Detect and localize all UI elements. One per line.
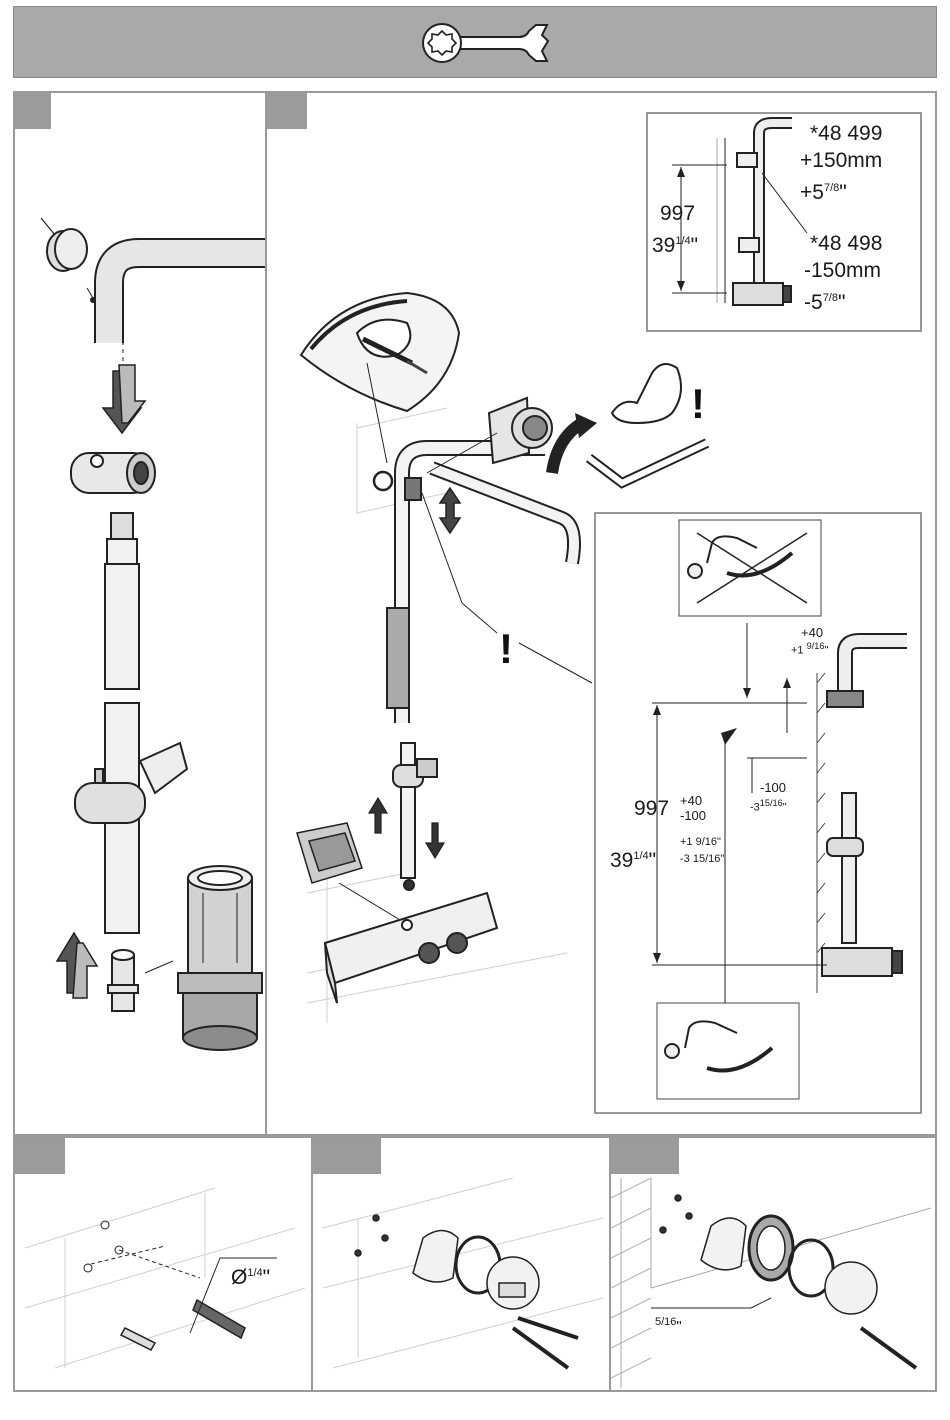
down-arrow-icon — [103, 365, 145, 433]
screw-part — [861, 1328, 916, 1368]
adjust-height-mm-minus: -100 — [680, 808, 706, 823]
wall-bracket-part — [413, 1231, 458, 1283]
clearance-size-label: 5/16" — [655, 1316, 682, 1335]
adjust-height-in-label: 391/4" — [610, 845, 656, 872]
minus-in-label: -315/16" — [750, 798, 787, 814]
manual-booklet-icon — [297, 823, 362, 883]
ref-short-label: *48 498 — [810, 233, 882, 255]
step-panel-5: 5/16" — [609, 1136, 937, 1392]
rotate-arrow-icon — [552, 423, 582, 473]
connector-flange-part — [825, 1262, 877, 1314]
up-arrow-icon — [57, 933, 97, 998]
screw-2-part — [518, 1318, 578, 1338]
ref-long-label: *48 499 — [810, 123, 882, 145]
pipe-holder-part — [71, 453, 155, 493]
mount-fitting-illustration — [313, 1138, 613, 1394]
adjust-height-in-minus: -3 15/16" — [680, 853, 724, 865]
ref-short-mm-label: -150mm — [804, 260, 881, 282]
plus-in-label: +1 9/16" — [791, 641, 828, 657]
step-panel-4 — [311, 1136, 611, 1392]
ref-long-mm-label: +150mm — [800, 150, 882, 172]
minus-mm-label: -100 — [760, 780, 786, 795]
adapter-part — [108, 950, 138, 1011]
up-down-arrow-icon — [440, 488, 460, 533]
adjust-height-in-plus: +1 9/16" — [680, 836, 721, 848]
warning-mark-middle: ! — [499, 625, 513, 672]
ring-spanner-icon — [14, 7, 938, 79]
wall-bracket-part — [701, 1218, 746, 1270]
variant-height-mm-label: 997 — [660, 203, 695, 225]
variant-height-in-label: 391/4" — [652, 230, 698, 257]
plus-mm-label: +40 — [801, 625, 823, 640]
up-arrow-small-icon — [369, 798, 387, 833]
ref-long-in-label: +57/8" — [800, 177, 847, 204]
ref-short-in-label: -57/8" — [804, 287, 845, 314]
warning-mark-top: ! — [691, 380, 705, 427]
slide-rail-assembly-illustration — [15, 93, 269, 1138]
step-panel-3: Ø1/4" — [13, 1136, 313, 1392]
strength-arm-icon — [612, 364, 681, 423]
adapter-detail-enlarged — [178, 866, 262, 1050]
header-bar — [13, 6, 937, 78]
drill-size-label: Ø1/4" — [231, 1262, 270, 1289]
adjust-height-mm-plus: +40 — [680, 793, 702, 808]
step-panel-2: ! ! — [265, 91, 937, 1136]
down-arrow-small-icon — [426, 823, 444, 858]
adjust-height-mm-label: 997 — [634, 798, 669, 820]
spacer-fitting-illustration — [611, 1138, 939, 1394]
step-panel-1 — [13, 91, 267, 1136]
end-cap-part — [41, 218, 87, 271]
wall-plug-part — [121, 1328, 155, 1350]
showerhead-detail — [301, 293, 459, 411]
thermostat-unit — [325, 893, 497, 1003]
